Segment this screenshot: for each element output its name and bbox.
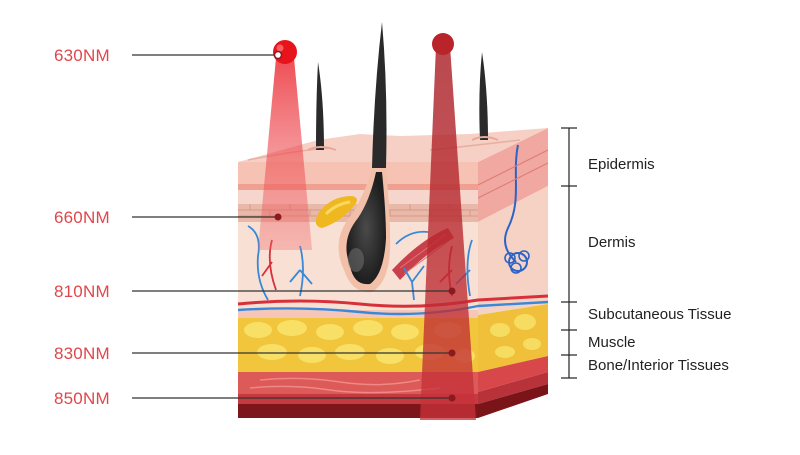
wavelength-label-830: 830NM [54, 344, 110, 363]
hair-follicles [307, 22, 499, 293]
layer-label-subcutaneous: Subcutaneous Tissue [588, 306, 732, 323]
wavelength-label-850: 850NM [54, 389, 110, 408]
block-side-face [477, 128, 549, 418]
light-source-810-icon [432, 33, 454, 55]
wavelength-leader-lines [132, 54, 452, 399]
layer-label-dermis: Dermis [588, 234, 636, 251]
layer-label-muscle: Muscle [588, 334, 636, 351]
layer-label-epidermis: Epidermis [588, 156, 655, 173]
light-beam-630-660 [258, 58, 312, 250]
wavelength-end-dots [273, 50, 456, 402]
layer-bracket [561, 127, 577, 379]
light-beam-810-850 [420, 46, 476, 420]
layer-label-bone: Bone/Interior Tissues [588, 357, 729, 374]
wavelength-label-630: 630NM [54, 46, 110, 65]
wavelength-label-660: 660NM [54, 208, 110, 227]
wavelength-label-810: 810NM [54, 282, 110, 301]
